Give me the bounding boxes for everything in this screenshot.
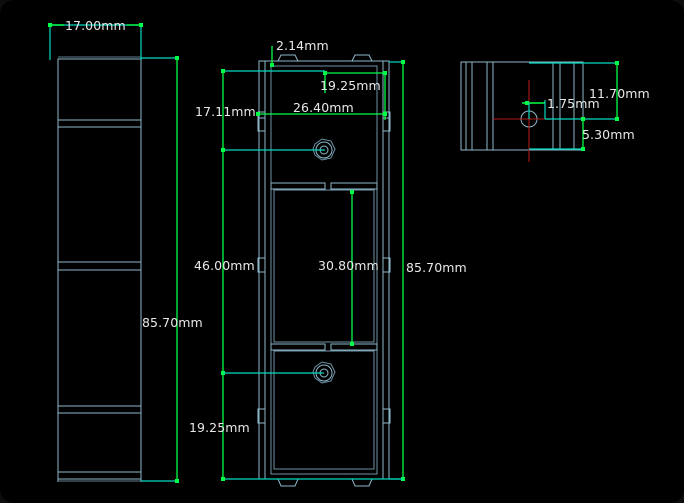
dim-top-hole-height: 17.11mm	[195, 69, 325, 152]
dim-top-tab-offset: 2.14mm	[270, 38, 329, 67]
dim-label-11-70: 11.70mm	[589, 86, 650, 101]
side-view-geometry	[57, 56, 142, 482]
dim-label-17-11: 17.11mm	[195, 104, 256, 119]
dim-label-5-30: 5.30mm	[582, 127, 635, 142]
dim-mid-span: 46.00mm	[194, 150, 255, 375]
dim-side-height: 85.70mm	[141, 56, 203, 483]
left-side-view: 17.00mm 85.70mm	[48, 18, 203, 483]
dim-label-46-00: 46.00mm	[194, 258, 255, 273]
dim-detail-upper-height: 11.70mm	[529, 61, 650, 121]
dim-overall-height: 85.70mm	[389, 60, 467, 481]
dim-label-2-14: 2.14mm	[276, 38, 329, 53]
dim-label-19-25-bottom: 19.25mm	[189, 420, 250, 435]
dim-label-17-00: 17.00mm	[65, 18, 126, 33]
dim-side-width: 17.00mm	[48, 18, 143, 60]
dim-hole-offset: 1.75mm	[522, 96, 600, 119]
dim-label-26-40: 26.40mm	[293, 100, 354, 115]
right-detail-view: 1.75mm 11.70mm 5.30mm	[460, 61, 650, 162]
dim-label-85-70-right: 85.70mm	[406, 260, 467, 275]
dim-label-85-70-left: 85.70mm	[142, 315, 203, 330]
dim-slot-length: 30.80mm	[318, 190, 379, 346]
dim-detail-lower-height: 5.30mm	[529, 117, 635, 151]
dim-label-1-75: 1.75mm	[547, 96, 600, 111]
detail-view-geometry	[460, 61, 584, 151]
dim-label-30-80: 30.80mm	[318, 258, 379, 273]
dim-board-width: 26.40mm	[256, 100, 387, 116]
dim-bottom-hole-height: 19.25mm	[189, 372, 403, 481]
dim-label-19-25-top: 19.25mm	[320, 78, 381, 93]
middle-front-view: 2.14mm 19.25mm 26.40mm	[189, 38, 467, 487]
